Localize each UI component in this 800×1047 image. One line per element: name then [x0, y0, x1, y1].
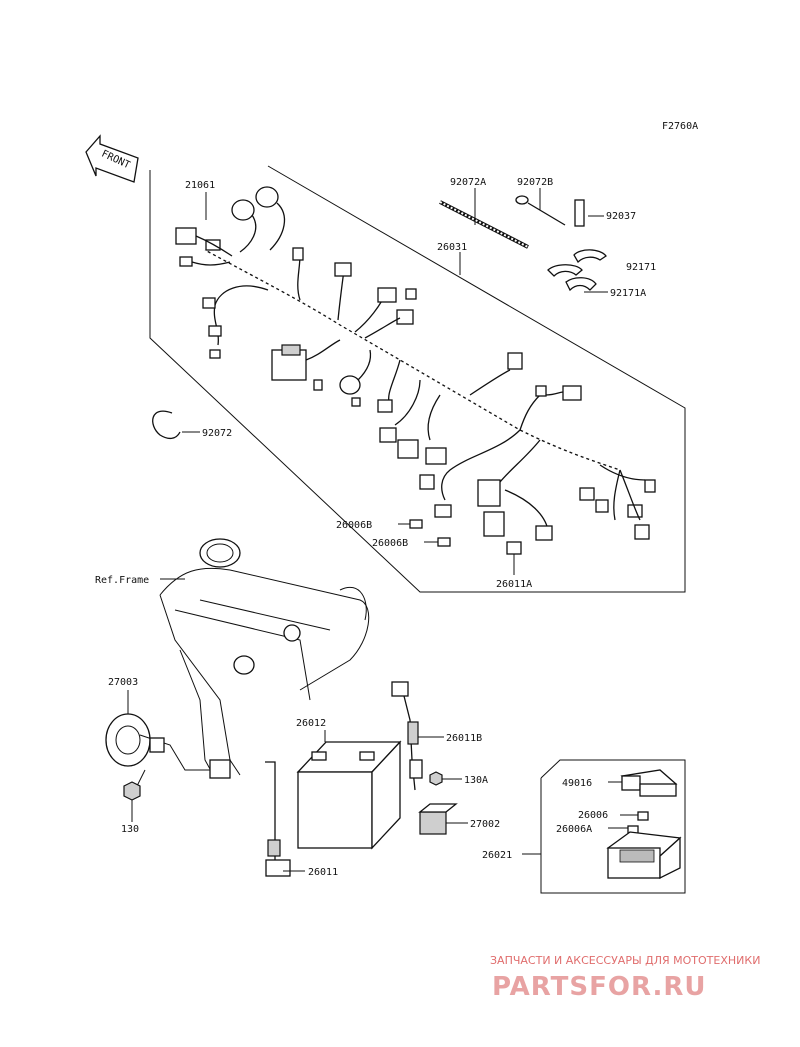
ref-frame-label: Ref.Frame	[95, 575, 149, 586]
cover-49016	[620, 769, 678, 797]
label-26011A: 26011A	[496, 579, 532, 590]
clamp-92072B	[515, 195, 566, 226]
label-92171A: 92171A	[610, 288, 646, 299]
clip-92171	[547, 249, 607, 277]
figure-code: F2760A	[662, 121, 698, 132]
label-130A: 130A	[464, 775, 488, 786]
label-92072: 92072	[202, 428, 232, 439]
label-92072B: 92072B	[517, 177, 553, 188]
watermark-tagline: ЗАПЧАСТИ И АКСЕССУАРЫ ДЛЯ МОТОТЕХНИКИ	[490, 954, 760, 967]
battery-26012	[296, 740, 402, 850]
junction-box-26021	[606, 831, 682, 880]
label-21061: 21061	[185, 180, 215, 191]
label-26011B: 26011B	[446, 733, 482, 744]
label-130: 130	[121, 824, 139, 835]
harness-group-outline	[149, 165, 686, 593]
harness-branches	[175, 186, 656, 541]
fuse-26006	[637, 811, 649, 821]
junction-box-group-outline	[540, 759, 686, 894]
nut-130	[123, 781, 141, 801]
label-26021: 26021	[482, 850, 512, 861]
clip-92171A	[565, 277, 597, 292]
label-26031: 26031	[437, 242, 467, 253]
frame-reference	[159, 538, 370, 779]
watermark-logo: PARTSFOR.RU	[492, 972, 706, 1002]
label-26006A: 26006A	[556, 824, 592, 835]
relay-27002	[418, 803, 458, 835]
band-92037	[574, 199, 585, 227]
label-49016: 49016	[562, 778, 592, 789]
label-26011: 26011	[308, 867, 338, 878]
connector-26011A	[506, 541, 522, 555]
label-27002: 27002	[470, 819, 500, 830]
leader-lines	[127, 188, 638, 872]
label-26012: 26012	[296, 718, 326, 729]
clamp-92072A	[439, 200, 529, 249]
label-27003: 27003	[108, 677, 138, 688]
label-26006B-1: 26006B	[336, 520, 372, 531]
label-92072A: 92072A	[450, 177, 486, 188]
label-92037: 92037	[606, 211, 636, 222]
band-92072	[152, 410, 181, 440]
label-26006B-2: 26006B	[372, 538, 408, 549]
connector-26006B-2	[437, 537, 451, 547]
label-26006: 26006	[578, 810, 608, 821]
front-arrow-icon: FRONT	[85, 134, 139, 183]
label-92171: 92171	[626, 262, 656, 273]
cable-26011	[265, 761, 291, 877]
bolt-130A	[429, 771, 443, 786]
horn-27003	[105, 713, 210, 791]
connector-26006B-1	[409, 519, 423, 529]
main-harness-trunk	[204, 248, 621, 472]
cable-26011B	[391, 681, 423, 791]
